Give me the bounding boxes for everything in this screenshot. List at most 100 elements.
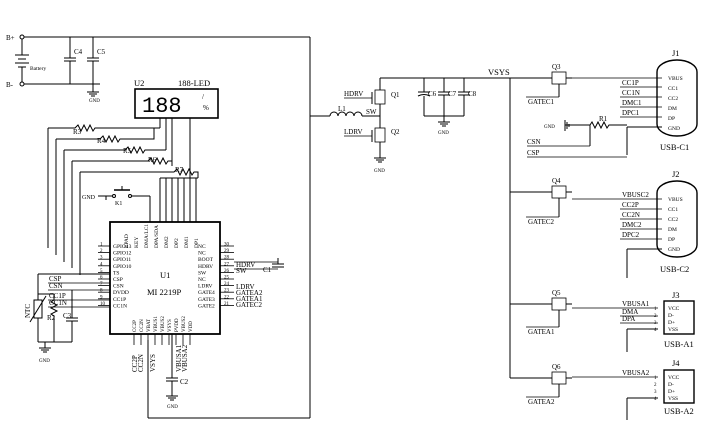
mcu-right-pin-num: 21 bbox=[224, 302, 230, 307]
display-percent: % bbox=[203, 104, 209, 112]
j2-name: USB-C2 bbox=[660, 264, 689, 274]
mcu-left-pin-label: CC1P bbox=[113, 297, 126, 303]
switch-mosfet bbox=[551, 185, 567, 199]
mcu-right-pin-num: 28 bbox=[224, 256, 230, 261]
display-ref: U2 bbox=[134, 78, 144, 88]
j2-pin-label: DM bbox=[668, 227, 677, 233]
mcu-left-pin-num: 7 bbox=[100, 282, 103, 287]
r7-resistor bbox=[80, 167, 199, 178]
mcu-bottom-pin-label: VBUS1 bbox=[154, 316, 159, 332]
r5-label: R5 bbox=[123, 147, 132, 155]
hdrv-label: HDRV bbox=[344, 90, 363, 98]
r2-resistor bbox=[49, 294, 59, 342]
mcu-left-pin-num: 8 bbox=[100, 289, 103, 294]
net-hdrv-mcu: HDRV bbox=[236, 261, 255, 269]
mcu-right-pin-num: 27 bbox=[224, 262, 230, 267]
j2-pin-label: CC2 bbox=[668, 217, 678, 223]
display-digits: 188 bbox=[142, 94, 182, 119]
mcu-right-pins: 30NC29NC28BOOT27HDRV26SW25NC24LDRV23GATE… bbox=[198, 243, 234, 309]
net-csn-left: CSN bbox=[49, 282, 63, 290]
net-cc2p-bottom: CC2P bbox=[131, 355, 139, 372]
j4-net-vbusa2: VBUSA2 bbox=[622, 369, 650, 377]
j2-pin-label: VBUS bbox=[668, 197, 683, 203]
r7-label: R7 bbox=[175, 166, 184, 174]
mcu-left-pin-num: 6 bbox=[100, 276, 103, 281]
mcu-top-pin-label: DM1 bbox=[184, 236, 190, 248]
j3-body bbox=[663, 300, 695, 335]
j1-pin-label: CC2 bbox=[668, 96, 678, 102]
mcu-right-pin-num: 23 bbox=[224, 289, 230, 294]
mcu-top-pin-label: DMA/LC1 bbox=[144, 224, 150, 248]
j2-net-dpc2: DPC2 bbox=[622, 231, 640, 239]
mcu-left-pin-label: GPIO12 bbox=[113, 251, 132, 257]
j1-net-cc1n: CC1N bbox=[622, 89, 640, 97]
mcu-left-pin-label: DVDD bbox=[113, 290, 129, 296]
net-vbusa2-bottom: VBUSA2 bbox=[181, 344, 189, 372]
c4-label: C4 bbox=[74, 48, 83, 56]
switch-gate-net: GATEA1 bbox=[528, 328, 555, 336]
j2-net-vbusc2: VBUSC2 bbox=[622, 191, 649, 199]
r5-resistor bbox=[64, 145, 166, 155]
j4-pin-num: 1 bbox=[654, 376, 657, 381]
c6-label: C6 bbox=[428, 90, 437, 98]
j1-name: USB-C1 bbox=[660, 142, 689, 152]
mcu-left-pin-num: 2 bbox=[100, 249, 103, 254]
j2-net-cc2n: CC2N bbox=[622, 211, 640, 219]
j1-net-dpc1: DPC1 bbox=[622, 109, 640, 117]
mcu-top-pin-label: EPAD bbox=[124, 234, 130, 248]
vsys-label: VSYS bbox=[488, 67, 510, 77]
r2-label: R2 bbox=[47, 314, 56, 322]
mcu-right-pin-label: BOOT bbox=[198, 257, 214, 263]
mcu-bottom-pin-label: CC2N bbox=[140, 319, 145, 332]
j3-pin-label: D+ bbox=[668, 320, 675, 326]
mcu-right-pin-label: NC bbox=[198, 277, 206, 283]
j1-pin-label: GND bbox=[668, 126, 680, 132]
mcu-left-pin-num: 9 bbox=[100, 295, 103, 300]
j2-net-dmc2: DMC2 bbox=[622, 221, 642, 229]
l1-label: L1 bbox=[338, 105, 346, 113]
battery-label: Battery bbox=[30, 66, 46, 72]
mcu-bottom-pin-label: VSYS bbox=[168, 319, 173, 332]
j4-pin-label: VCC bbox=[668, 375, 680, 381]
mcu-right-pin-num: 30 bbox=[224, 243, 230, 248]
j3-pin-label: D- bbox=[668, 313, 674, 319]
r3-label: R3 bbox=[73, 128, 82, 136]
mcu-top-pin-label: DPA/SDA bbox=[154, 225, 160, 248]
net-gatea1-mcu: GATEA1 bbox=[236, 295, 263, 303]
r6-resistor bbox=[72, 156, 173, 166]
j1-ref: J1 bbox=[672, 48, 680, 58]
mcu-right-pin-num: 24 bbox=[224, 282, 230, 287]
switch-ref: Q5 bbox=[552, 289, 561, 297]
mcu-right-pin-num: 25 bbox=[224, 276, 230, 281]
mcu-right-pin-label: NC bbox=[198, 251, 206, 257]
mcu-left-pin-label: GPIO11 bbox=[113, 257, 131, 263]
k1-label: K1 bbox=[115, 201, 122, 207]
mcu-top-pin-label: KEY bbox=[134, 237, 140, 248]
j4-pin-label: D- bbox=[668, 382, 674, 388]
bminus-terminal bbox=[19, 81, 25, 87]
ntc-label: NTC bbox=[24, 304, 32, 318]
j4-pin-num: 2 bbox=[654, 383, 657, 388]
j2-ref: J2 bbox=[672, 169, 680, 179]
j4-pin-label: VSS bbox=[668, 396, 678, 402]
mcu-bottom-nets: CC2P CC2N VSYS VBUSA1 VBUSA2 C2 GND bbox=[131, 334, 189, 410]
mcu-body bbox=[109, 221, 221, 335]
j1-body bbox=[656, 59, 698, 137]
j3-net-dma: DMA bbox=[622, 308, 638, 316]
svg-text:/: / bbox=[202, 93, 204, 101]
mcu-bottom-pin-label: PVDD bbox=[175, 318, 180, 332]
csn-label: CSN bbox=[527, 138, 541, 146]
ldrv-label: LDRV bbox=[344, 128, 363, 136]
ntc-network: NTC R2 C3 GND bbox=[24, 273, 110, 364]
net-sw-mcu: SW bbox=[236, 267, 247, 275]
bplus-terminal bbox=[19, 34, 25, 40]
net-gatea2-mcu: GATEA2 bbox=[236, 289, 263, 297]
mcu-right-pin-num: 29 bbox=[224, 249, 230, 254]
mcu-left-pin-label: CSN bbox=[113, 284, 124, 290]
mcu-right-pin-num: 22 bbox=[224, 295, 230, 300]
mcu-left-pin-label: CC1N bbox=[113, 303, 127, 309]
